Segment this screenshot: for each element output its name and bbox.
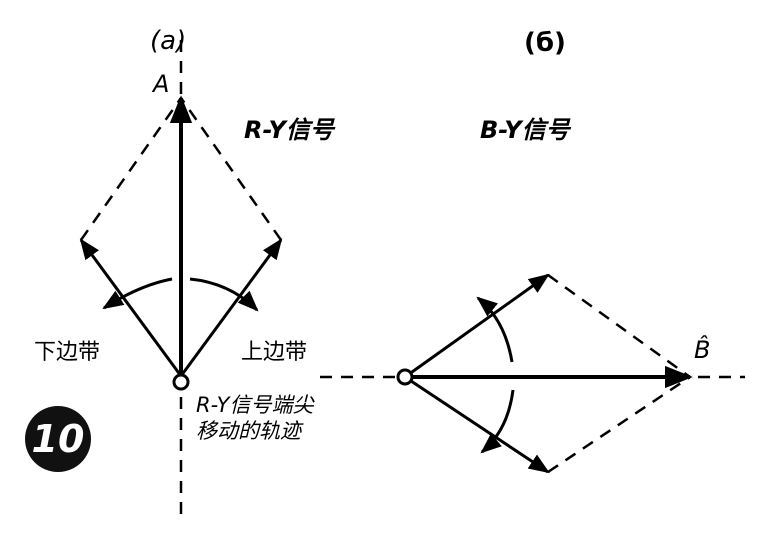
origin-point-a	[172, 373, 190, 391]
origin-point-b	[396, 368, 414, 386]
parallelogram-bottom	[547, 375, 691, 474]
lower-sideband-label: 下边带	[34, 340, 101, 365]
upper-component-vector-b	[404, 273, 550, 379]
trace-caption-line2: 移动的轨迹	[196, 419, 301, 443]
panel-a-diagram	[79, 40, 283, 520]
parallelogram-right	[179, 97, 283, 241]
figure-number-badge: 10	[25, 406, 91, 472]
panel-b-label: (б)	[524, 28, 566, 58]
upper-sideband-vector	[179, 238, 283, 377]
panel-a-label: (a)	[150, 26, 187, 56]
parallelogram-left	[79, 97, 183, 241]
upper-sideband-label: 上边带	[241, 340, 308, 365]
trace-caption: R-Y信号端尖 移动的轨迹	[196, 392, 313, 444]
vector-b-label: B̂	[694, 336, 711, 364]
b-y-signal-title: B-Y信号	[480, 116, 570, 144]
vector-a-label: A	[153, 70, 170, 98]
parallelogram-top	[547, 273, 691, 379]
rotation-arc-top	[476, 296, 514, 363]
panel-b-diagram	[320, 273, 745, 474]
trace-caption-line1: R-Y信号端尖	[196, 393, 314, 417]
rotation-arc-left	[102, 277, 173, 310]
rotation-arc-right	[189, 277, 259, 312]
r-y-signal-title: R-Y信号	[244, 116, 334, 144]
rotation-arc-bottom	[480, 389, 515, 454]
lower-component-vector-b	[404, 375, 550, 474]
lower-sideband-vector	[79, 238, 183, 377]
